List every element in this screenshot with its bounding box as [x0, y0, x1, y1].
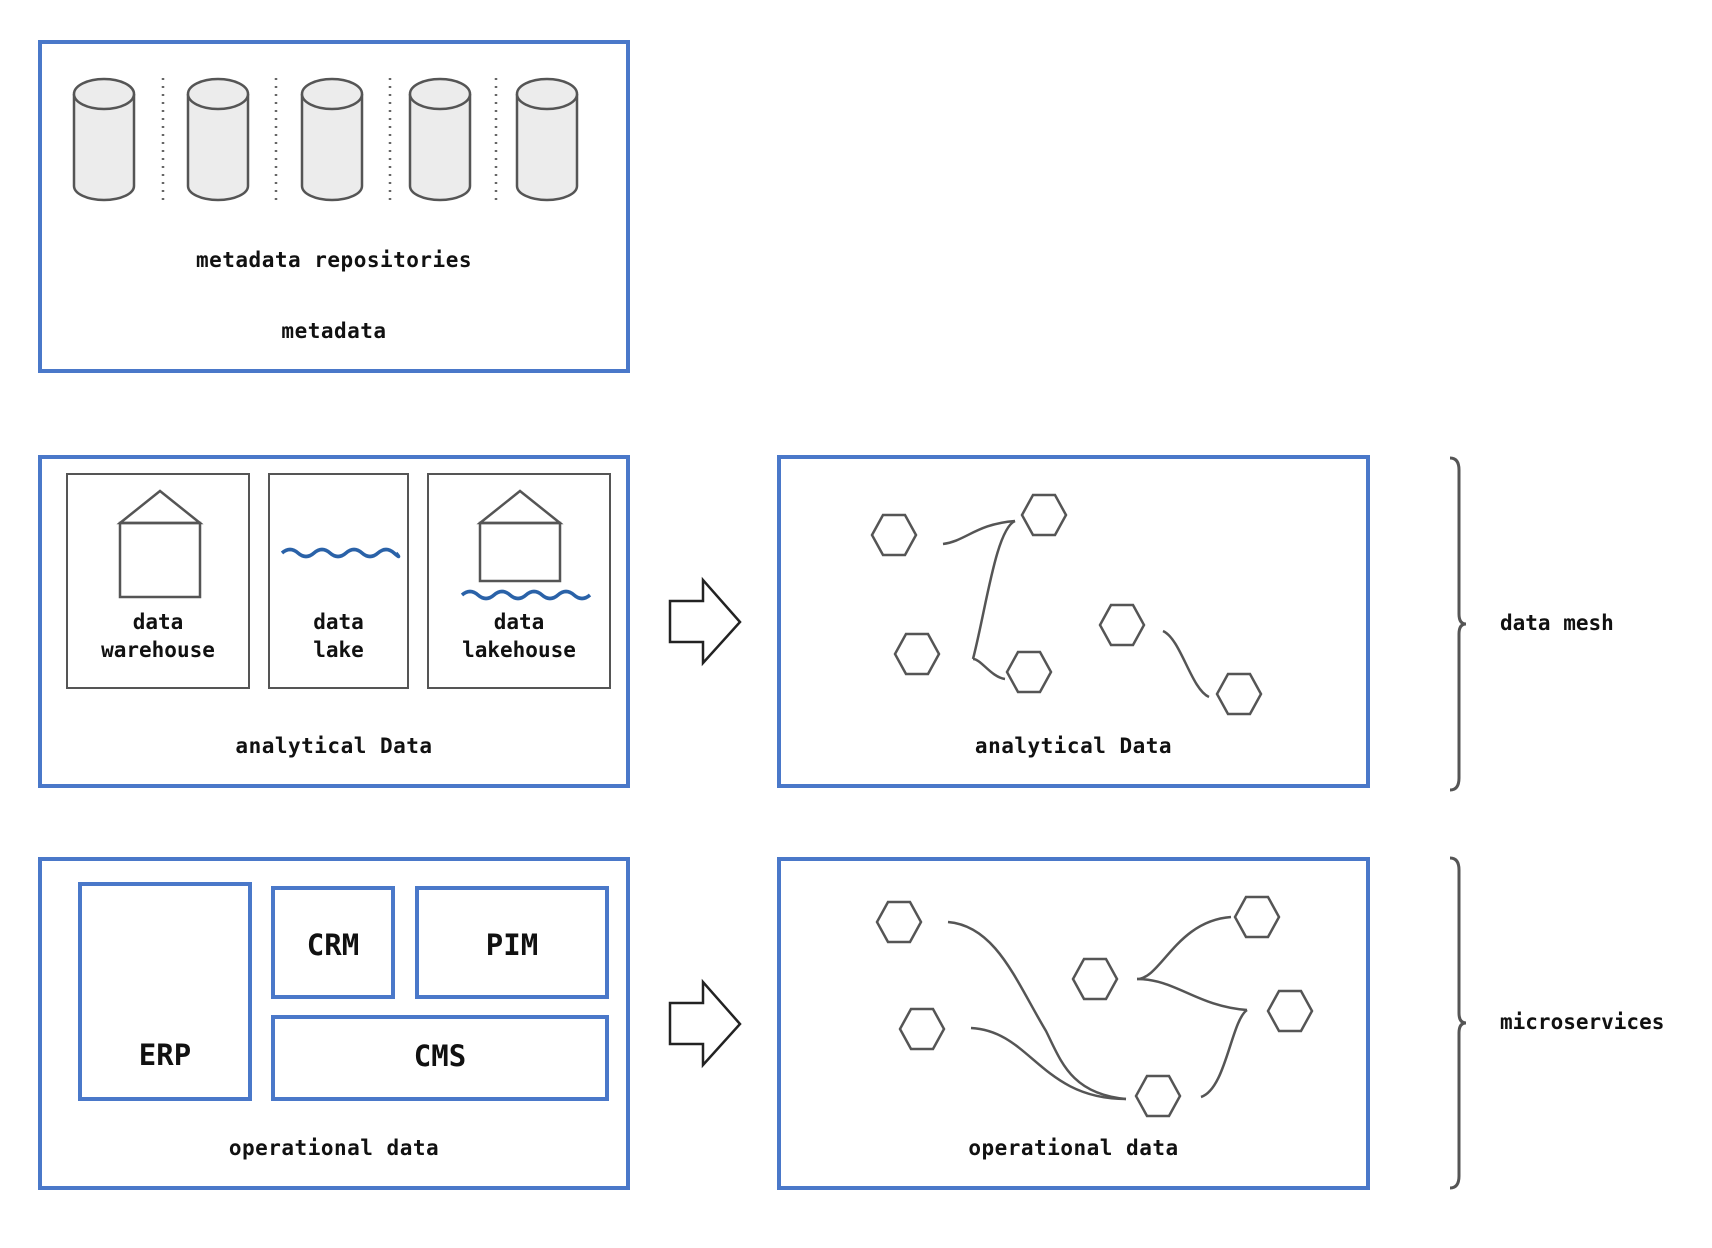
data-lakehouse-line2: lakehouse: [462, 638, 576, 662]
pim-system-box: PIM: [415, 886, 609, 999]
database-icon: [72, 77, 136, 202]
erp-system-box: ERP: [78, 882, 252, 1101]
data-lake-line2: lake: [313, 638, 364, 662]
data-lake-line1: data: [313, 610, 364, 634]
analytical-data-left-title: analytical Data: [235, 734, 433, 758]
metadata-repositories-graphic: [72, 77, 579, 206]
node-hexagon: [1215, 672, 1263, 716]
node-hexagon: [1098, 603, 1146, 647]
metadata-panel: metadata repositories metadata: [38, 40, 630, 373]
node-hexagon: [1266, 989, 1314, 1033]
microservices-label: microservices: [1500, 1010, 1665, 1034]
cms-system-box: CMS: [271, 1015, 609, 1101]
cms-label: CMS: [413, 1039, 467, 1073]
database-icon: [186, 77, 250, 202]
operational-microservices-panel: operational data: [777, 857, 1370, 1190]
node-hexagon: [1134, 1074, 1182, 1118]
microservices-graph: [875, 895, 1314, 1118]
repository-divider: [161, 78, 498, 206]
data-mesh-graph: [870, 493, 1263, 716]
data-mesh-label: data mesh: [1500, 611, 1614, 635]
data-lake-box: data lake: [268, 473, 409, 689]
node-hexagon: [898, 1007, 946, 1051]
data-lakehouse-box: data lakehouse: [427, 473, 611, 689]
pim-label: PIM: [485, 928, 539, 962]
database-icon: [300, 77, 364, 202]
operational-data-right-title: operational data: [968, 1136, 1179, 1160]
data-warehouse-box: data warehouse: [66, 473, 250, 689]
metadata-repositories-label: metadata repositories: [195, 248, 472, 272]
data-warehouse-line2: warehouse: [101, 638, 215, 662]
operational-data-left-title: operational data: [228, 1136, 440, 1160]
erp-label: ERP: [138, 1038, 192, 1072]
lakehouse-icon: [460, 489, 592, 601]
data-lakehouse-line1: data: [493, 610, 545, 634]
database-icon: [408, 77, 472, 202]
metadata-title: metadata: [281, 319, 387, 343]
node-hexagon: [875, 900, 923, 944]
node-hexagon: [893, 632, 941, 676]
node-hexagon: [1071, 957, 1119, 1001]
node-hexagon: [870, 513, 918, 557]
crm-system-box: CRM: [271, 886, 395, 999]
node-hexagon: [1020, 493, 1068, 537]
analytical-data-right-title: analytical Data: [974, 734, 1173, 758]
analytical-data-mesh-panel: analytical Data: [777, 455, 1370, 788]
water-wave-icon: [280, 547, 401, 559]
data-warehouse-line1: data: [132, 610, 184, 634]
node-hexagon: [1005, 650, 1053, 694]
crm-label: CRM: [306, 928, 360, 962]
analytical-data-panel: data warehouse data lake data lakehouse …: [38, 455, 630, 788]
database-icon: [515, 77, 579, 202]
warehouse-icon: [116, 489, 204, 599]
operational-data-panel: ERP CRM PIM CMS operational data: [38, 857, 630, 1190]
node-hexagon: [1233, 895, 1281, 939]
